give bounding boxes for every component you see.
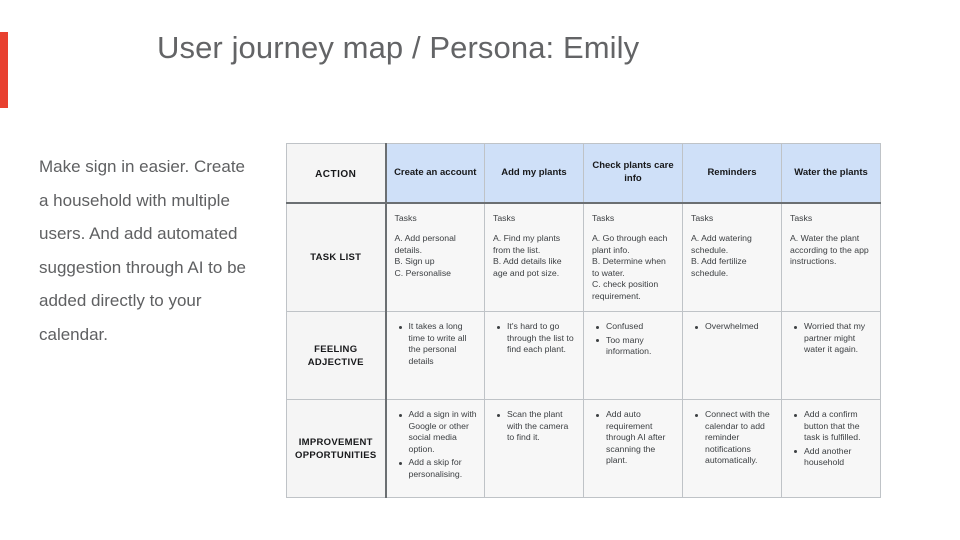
table-cell: Add a confirm button that the task is fu… [781,399,881,498]
bullet-list: It's hard to go through the list to find… [485,312,583,362]
stage-header-cell: Create an account [385,143,485,204]
list-item: Overwhelmed [695,321,775,333]
bullet-list: Add auto requirement through AI after sc… [584,400,682,473]
stage-header-cell: Check plants care info [583,143,683,204]
list-item: Add another household [794,446,874,469]
task-line: A. Add personal details. [394,233,456,255]
list-item: Add a confirm button that the task is fu… [794,409,874,444]
table-cell: Tasks A. Water the plant according to the… [781,202,881,312]
task-line: C. check position requirement. [592,279,659,302]
notes-paragraph: Make sign in easier. Create a household … [39,157,246,344]
list-item: Connect with the calendar to add reminde… [695,409,775,467]
table-cell: Scan the plant with the camera to find i… [484,399,584,498]
header-action-cell: ACTION [286,143,387,204]
row-label: TASK LIST [310,251,362,263]
list-item: Add a skip for personalising. [398,457,479,480]
bullet-list: Worried that my partner might water it a… [782,312,880,362]
row-label: IMPROVEMENT OPPORTUNITIES [295,436,377,461]
table-cell: Add auto requirement through AI after sc… [583,399,683,498]
row-label: FEELING ADJECTIVE [307,343,364,368]
table-row: FEELING ADJECTIVE It takes a long time to… [286,311,881,400]
stage-header-cell: Water the plants [781,143,881,204]
accent-bar [0,32,8,108]
table-cell: Worried that my partner might water it a… [781,311,881,400]
bullet-list: Overwhelmed [683,312,781,339]
task-line: A. Add watering schedule. [691,233,752,255]
task-line: B. Add fertilize schedule. [691,256,747,278]
task-line: B. Determine when to water. [592,256,666,278]
table-cell: It's hard to go through the list to find… [484,311,584,400]
table-cell: Tasks A. Go through each plant info.B. De… [583,202,683,312]
table-cell: Tasks A. Find my plants from the list.B. … [484,202,584,312]
task-line: B. Add details like age and pot size. [493,256,562,278]
table-row: IMPROVEMENT OPPORTUNITIES Add a sign in w… [286,399,881,498]
task-line: A. Go through each plant info. [592,233,668,255]
bullet-list: Scan the plant with the camera to find i… [485,400,583,450]
row-label-cell: TASK LIST [286,202,387,312]
bullet-list: Add a confirm button that the task is fu… [782,400,880,475]
action-label: ACTION [315,168,357,180]
task-line: A. Water the plant according to the app … [790,233,869,267]
table-cell: Overwhelmed [682,311,782,400]
row-label-cell: IMPROVEMENT OPPORTUNITIES [286,399,387,498]
list-item: Too many information. [596,335,676,358]
list-item: Add a sign in with Google or other socia… [398,409,477,454]
tasks-caption: Tasks [592,212,615,223]
tasks-caption: Tasks [493,212,516,223]
tasks-caption: Tasks [790,212,813,223]
list-item: Scan the plant with the camera to find i… [497,409,577,444]
page-title: User journey map / Persona: Emily [157,30,640,65]
list-item: Confused [596,321,676,333]
tasks-caption: Tasks [394,212,417,223]
table-cell: Tasks A. Add watering schedule.B. Add fer… [682,202,782,312]
table-cell: It takes a long time to write all the pe… [385,311,485,400]
row-label-cell: FEELING ADJECTIVE [286,311,387,400]
tasks-caption: Tasks [691,212,714,223]
task-line: B. Sign up [394,256,435,267]
task-line: A. Find my plants from the list. [493,233,561,255]
bullet-list: It takes a long time to write all the pe… [387,312,485,373]
stage-header-cell: Reminders [682,143,782,204]
list-item: Add auto requirement through AI after sc… [596,409,676,467]
bullet-list: Add a sign in with Google or other socia… [387,400,485,487]
table-cell: Add a sign in with Google or other socia… [385,399,485,498]
task-line: C. Personalise [394,267,452,278]
list-item: Worried that my partner might water it a… [794,321,874,356]
table-cell: Connect with the calendar to add reminde… [682,399,782,498]
bullet-list: Connect with the calendar to add reminde… [683,400,781,473]
list-item: It's hard to go through the list to find… [497,321,577,356]
stage-header-cell: Add my plants [484,143,584,204]
list-item: It takes a long time to write all the pe… [398,321,479,367]
